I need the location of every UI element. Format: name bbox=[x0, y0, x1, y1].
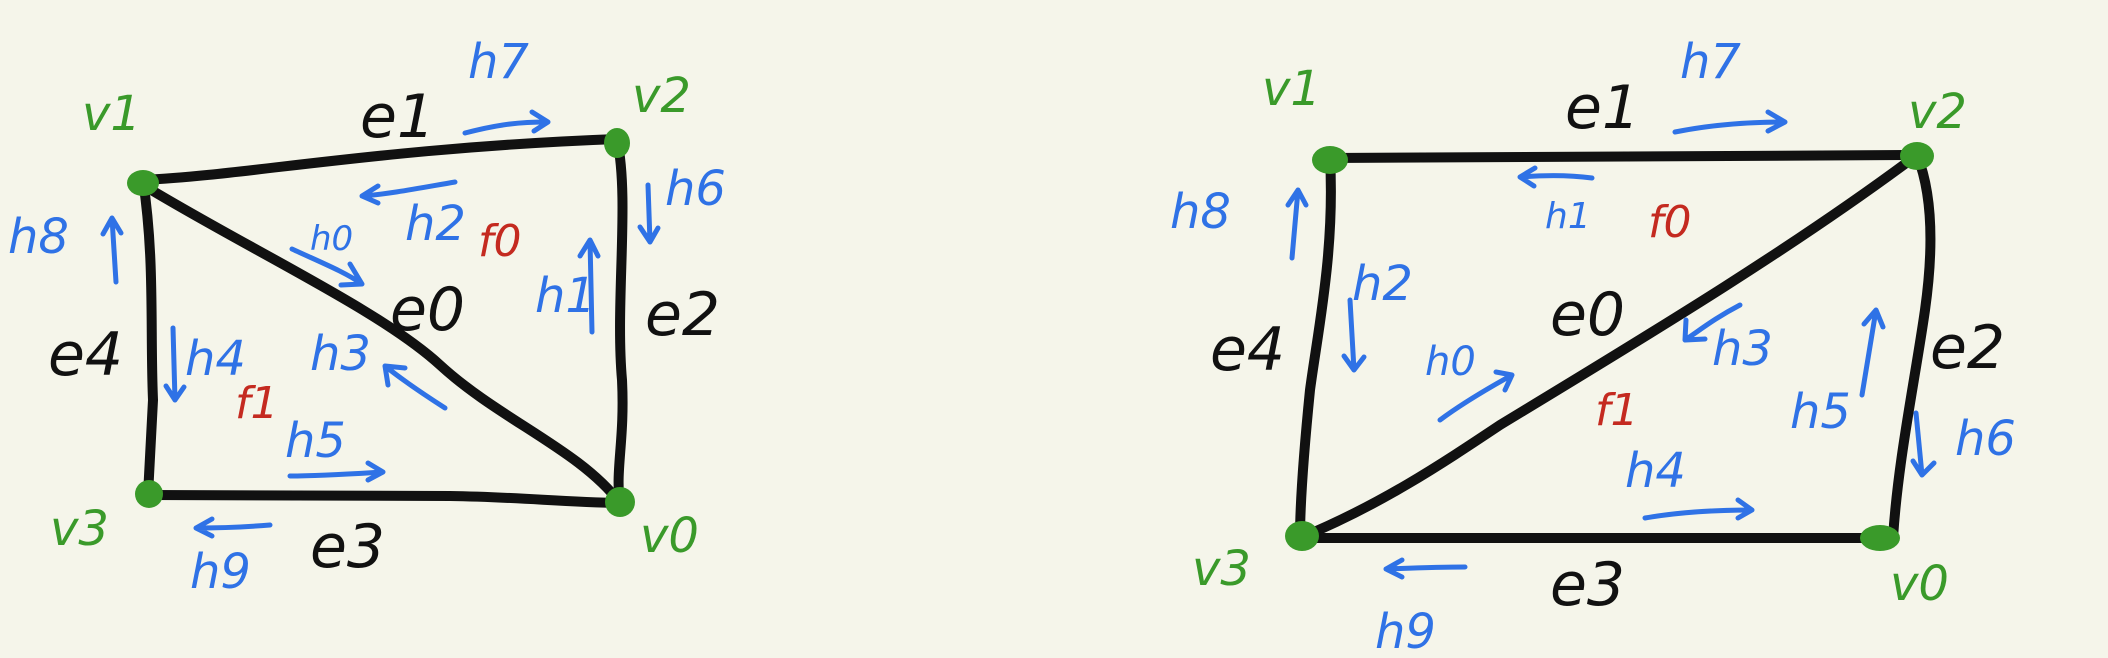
half-edge-label-h0: h0 bbox=[1425, 339, 1476, 385]
edge-label-e3: e3 bbox=[1550, 550, 1625, 620]
half-edge-arrow-h2 bbox=[359, 179, 458, 206]
edge-label-e1: e1 bbox=[360, 82, 435, 152]
half-edge-label-h3: h3 bbox=[1712, 321, 1773, 377]
diagram-left: v1 v2 v3 v0 e1 e2 e3 e4 e0 h7 h2 h0 h1 h… bbox=[8, 34, 726, 600]
half-edge-label-h1: h1 bbox=[1545, 196, 1591, 237]
half-edge-arrow-h4 bbox=[1642, 497, 1755, 521]
half-edge-arrow-h1 bbox=[1517, 165, 1595, 189]
edge-label-e2: e2 bbox=[1930, 313, 2005, 383]
diagram-right: v1 v2 v3 v0 e1 e2 e3 e4 e0 h7 h1 h8 h2 h… bbox=[1170, 34, 2016, 658]
vertex-label-v3: v3 bbox=[1192, 541, 1251, 597]
half-edge-label-h7: h7 bbox=[1680, 34, 1741, 90]
half-edge-arrow-h6 bbox=[637, 182, 661, 245]
vertex-v2 bbox=[1900, 142, 1934, 170]
vertex-label-v2: v2 bbox=[632, 68, 691, 124]
half-edge-arrow-h2 bbox=[1341, 297, 1367, 373]
half-edge-label-h6: h6 bbox=[1955, 411, 2016, 467]
half-edge-arrow-h6 bbox=[1910, 410, 1937, 478]
half-edge-label-h8: h8 bbox=[1170, 184, 1231, 240]
vertex-label-v1: v1 bbox=[1262, 61, 1321, 117]
edge-e1 bbox=[138, 134, 622, 185]
half-edge-label-h1: h1 bbox=[535, 268, 596, 324]
vertex-label-v0: v0 bbox=[640, 508, 699, 564]
half-edge-label-h5: h5 bbox=[1790, 384, 1851, 440]
half-edge-label-h9: h9 bbox=[1375, 604, 1436, 658]
edge-e0 bbox=[138, 180, 625, 508]
edge-e4 bbox=[1295, 153, 1336, 543]
edge-label-e3: e3 bbox=[310, 512, 385, 582]
vertex-v2 bbox=[604, 128, 630, 158]
edge-label-e4: e4 bbox=[48, 320, 123, 390]
face-label-f1: f1 bbox=[235, 378, 278, 429]
half-edge-arrow-h7 bbox=[1672, 109, 1788, 135]
half-edge-arrow-h4 bbox=[163, 325, 187, 403]
half-edge-label-h2: h2 bbox=[1352, 256, 1413, 312]
edge-label-e0: e0 bbox=[1550, 280, 1625, 350]
face-label-f0: f0 bbox=[478, 216, 521, 267]
half-edge-arrow-h9 bbox=[1383, 557, 1468, 580]
edge-label-e2: e2 bbox=[645, 280, 720, 350]
edge-e2 bbox=[1888, 150, 1936, 543]
edge-e3 bbox=[143, 490, 625, 508]
vertex-v3 bbox=[1285, 521, 1319, 551]
half-edge-label-h4: h4 bbox=[185, 331, 246, 387]
half-edge-label-h3: h3 bbox=[310, 326, 371, 382]
edge-label-e4: e4 bbox=[1210, 315, 1285, 385]
vertex-label-v0: v0 bbox=[1890, 556, 1949, 612]
half-edge-arrow-h5 bbox=[1859, 307, 1886, 398]
half-edge-arrow-h0 bbox=[1437, 369, 1515, 423]
vertex-label-v1: v1 bbox=[82, 86, 141, 142]
edge-e0 bbox=[1295, 150, 1922, 543]
half-edge-label-h7: h7 bbox=[468, 34, 529, 90]
vertex-label-v3: v3 bbox=[50, 501, 109, 557]
vertex-v3 bbox=[135, 480, 163, 508]
half-edge-label-h8: h8 bbox=[8, 209, 69, 265]
half-edge-arrow-h8 bbox=[100, 215, 124, 285]
edge-e4 bbox=[138, 175, 158, 500]
vertex-v0 bbox=[605, 487, 635, 517]
half-edge-arrow-h7 bbox=[462, 109, 551, 136]
half-edge-label-h2: h2 bbox=[405, 196, 466, 252]
half-edge-label-h4: h4 bbox=[1625, 443, 1686, 499]
vertex-label-v2: v2 bbox=[1908, 84, 1967, 140]
edge-label-e0: e0 bbox=[390, 275, 465, 345]
half-edge-arrow-h5 bbox=[287, 460, 386, 483]
face-label-f1: f1 bbox=[1595, 385, 1638, 436]
half-edge-label-h5: h5 bbox=[285, 413, 346, 469]
edge-label-e1: e1 bbox=[1565, 73, 1640, 143]
half-edge-label-h6: h6 bbox=[665, 161, 726, 217]
edge-e2 bbox=[612, 134, 628, 508]
half-edge-arrow-h8 bbox=[1285, 187, 1309, 261]
half-edge-arrow-h1 bbox=[577, 237, 601, 335]
edge-e1 bbox=[1325, 150, 1922, 163]
half-edge-arrow-h9 bbox=[193, 516, 273, 539]
half-edge-arrow-h3 bbox=[1682, 302, 1743, 343]
half-edge-arrow-h3 bbox=[382, 363, 448, 411]
vertex-v0 bbox=[1860, 525, 1900, 551]
half-edge-arrow-h0 bbox=[289, 246, 365, 288]
vertex-v1 bbox=[1312, 146, 1348, 174]
face-label-f0: f0 bbox=[1648, 197, 1691, 248]
vertex-v1 bbox=[127, 170, 159, 196]
half-edge-label-h9: h9 bbox=[190, 544, 251, 600]
half-edge-label-h0: h0 bbox=[310, 219, 353, 259]
